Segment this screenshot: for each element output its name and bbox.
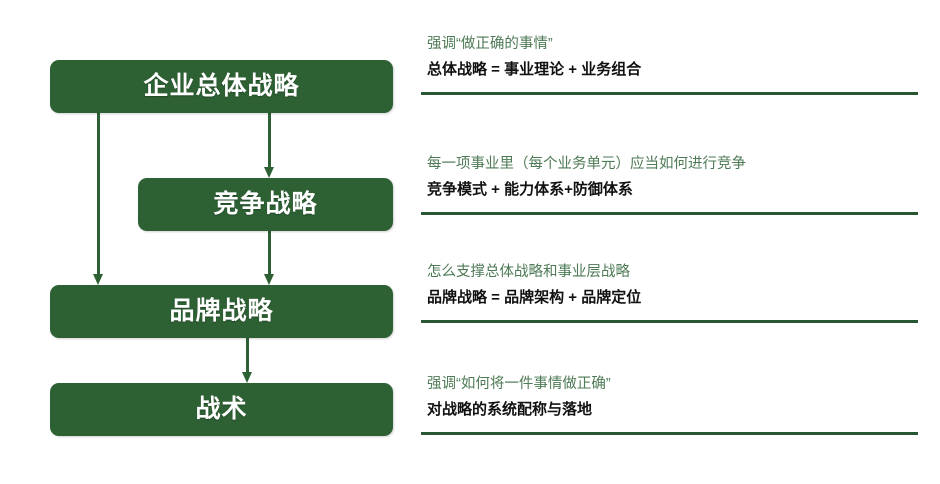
flow-box-tactics[interactable]: 战术 [50,383,393,436]
connector-line [268,112,271,167]
note-description: 怎么支撑总体战略和事业层战略 [427,264,630,280]
note-brand-strategy: 怎么支撑总体战略和事业层战略 品牌战略 = 品牌架构 + 品牌定位 [421,262,918,323]
note-formula: 竞争模式 + 能力体系+防御体系 [427,181,633,198]
down-arrow-icon [264,167,274,178]
flow-box-overall-strategy[interactable]: 企业总体战略 [50,60,393,113]
flow-box-label: 竞争战略 [213,190,318,218]
flow-box-label: 品牌战略 [169,297,274,325]
flow-box-label: 企业总体战略 [143,72,300,100]
note-divider [421,212,918,215]
notes-column: 强调“做正确的事情” 总体战略 = 事业理论 + 业务组合 每一项事业里（每个业… [421,0,918,484]
note-divider [421,432,918,435]
note-formula: 总体战略 = 事业理论 + 业务组合 [427,61,642,78]
flow-box-label: 战术 [195,395,248,423]
note-description: 强调“如何将一件事情做正确” [427,376,611,392]
connector-line [246,337,249,372]
note-formula: 对战略的系统配称与落地 [427,401,593,418]
flow-box-brand-strategy[interactable]: 品牌战略 [50,285,393,338]
note-description: 强调“做正确的事情” [427,36,553,52]
down-arrow-icon [242,372,252,383]
connector-line [97,112,100,274]
down-arrow-icon [264,274,274,285]
note-formula: 品牌战略 = 品牌架构 + 品牌定位 [427,289,642,306]
connector-line [268,230,271,274]
note-overall-strategy: 强调“做正确的事情” 总体战略 = 事业理论 + 业务组合 [421,34,918,95]
down-arrow-icon [93,274,103,285]
note-competitive-strategy: 每一项事业里（每个业务单元）应当如何进行竞争 竞争模式 + 能力体系+防御体系 [421,154,918,215]
flow-box-competitive-strategy[interactable]: 竞争战略 [138,178,393,231]
note-divider [421,92,918,95]
note-tactics: 强调“如何将一件事情做正确” 对战略的系统配称与落地 [421,374,918,435]
note-divider [421,320,918,323]
note-description: 每一项事业里（每个业务单元）应当如何进行竞争 [427,156,746,172]
